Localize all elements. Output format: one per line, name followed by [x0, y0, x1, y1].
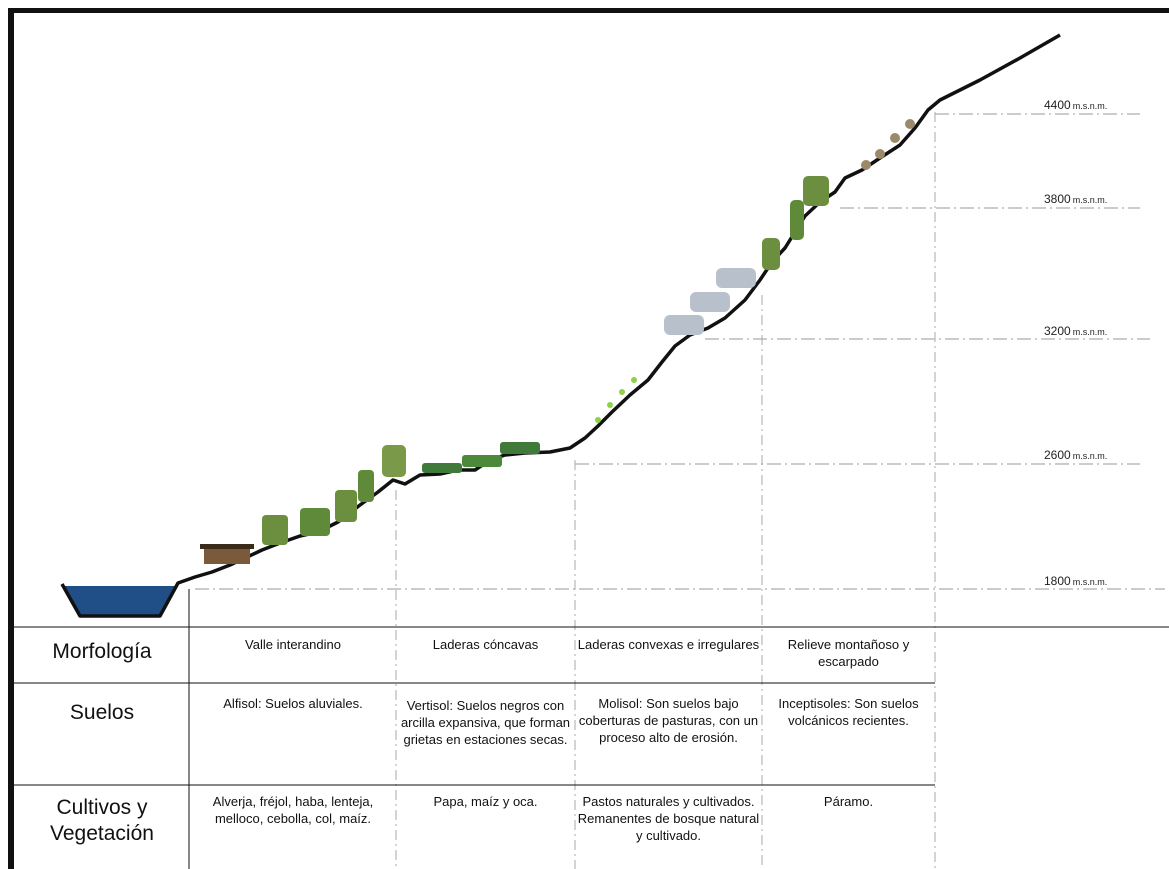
pasture-dot-2 — [607, 402, 613, 408]
greenhouse-3 — [716, 268, 756, 288]
vegetation-convexas — [595, 377, 637, 423]
tree-cluster-3 — [335, 490, 357, 522]
cell-suelos-2: Vertisol: Suelos negros con arcilla expa… — [400, 698, 571, 747]
pasture-dot-3 — [619, 389, 625, 395]
row-header-morfologia: Morfología — [52, 640, 152, 663]
tree-cluster-1 — [262, 515, 288, 545]
frame-top-border — [8, 8, 1169, 13]
paramo-shrub-1 — [861, 160, 871, 170]
paramo-shrub-3 — [890, 133, 900, 143]
paramo-shrub-2 — [875, 149, 885, 159]
frame-left-border — [8, 8, 14, 869]
greenhouse-1 — [664, 315, 704, 335]
cell-cultivos-2: Papa, maíz y oca. — [433, 794, 538, 809]
altitude-value: 1800 — [1044, 574, 1071, 588]
farmhouse-roof — [200, 544, 254, 549]
farmhouse — [200, 544, 254, 564]
altitude-unit: m.s.n.m. — [1072, 101, 1108, 111]
cell-morfologia-3: Laderas convexas e irregulares — [577, 637, 760, 652]
crop-row-3 — [500, 442, 540, 454]
vegetation-concavas — [422, 442, 540, 473]
tree-cluster-4 — [358, 470, 374, 502]
altitude-value: 3800 — [1044, 192, 1071, 206]
river-water — [62, 586, 175, 616]
farmhouse-body — [204, 548, 250, 564]
vegetation-escarpado — [762, 176, 829, 270]
altitude-unit: m.s.n.m. — [1072, 451, 1108, 461]
row-header-suelos: Suelos — [69, 701, 135, 724]
tree-cluster-2 — [300, 508, 330, 536]
table-grid — [14, 589, 1169, 869]
forest-cluster-1 — [762, 238, 780, 270]
vegetation-valle — [262, 445, 406, 545]
forest-cluster-3 — [803, 176, 829, 206]
cell-suelos-4: Inceptisoles: Son suelos volcánicos reci… — [778, 696, 919, 728]
cell-cultivos-3: Pastos naturales y cultivados. Remanente… — [577, 794, 760, 843]
paramo-shrub-4 — [905, 119, 915, 129]
cell-cultivos-4: Páramo. — [823, 794, 874, 809]
crop-row-2 — [462, 455, 502, 467]
altitude-value: 3200 — [1044, 324, 1071, 338]
cell-cultivos-1: Alverja, fréjol, haba, lenteja, melloco,… — [212, 794, 374, 826]
zone-dividers — [395, 112, 936, 869]
greenhouses — [664, 268, 756, 335]
altitude-unit: m.s.n.m. — [1072, 327, 1108, 337]
paramo-vegetation — [861, 119, 915, 170]
crop-row-1 — [422, 463, 462, 473]
altitude-value: 4400 — [1044, 98, 1071, 112]
row-header-cultivos: Cultivos y Vegetación — [50, 796, 154, 845]
pasture-dot-1 — [595, 417, 601, 423]
cell-morfologia-1: Valle interandino — [245, 637, 341, 652]
cell-suelos-3: Molisol: Son suelos bajo coberturas de p… — [578, 696, 759, 745]
greenhouse-2 — [690, 292, 730, 312]
cell-morfologia-4: Relieve montañoso y escarpado — [787, 637, 910, 669]
altitude-unit: m.s.n.m. — [1072, 195, 1108, 205]
cell-morfologia-2: Laderas cóncavas — [432, 637, 539, 652]
cell-suelos-1: Alfisol: Suelos aluviales. — [223, 696, 363, 711]
forest-cluster-2 — [790, 200, 804, 240]
altitude-unit: m.s.n.m. — [1072, 577, 1108, 587]
tree-cluster-5 — [382, 445, 406, 477]
altitude-lines — [195, 113, 1165, 590]
altitude-value: 2600 — [1044, 448, 1071, 462]
pasture-dot-4 — [631, 377, 637, 383]
